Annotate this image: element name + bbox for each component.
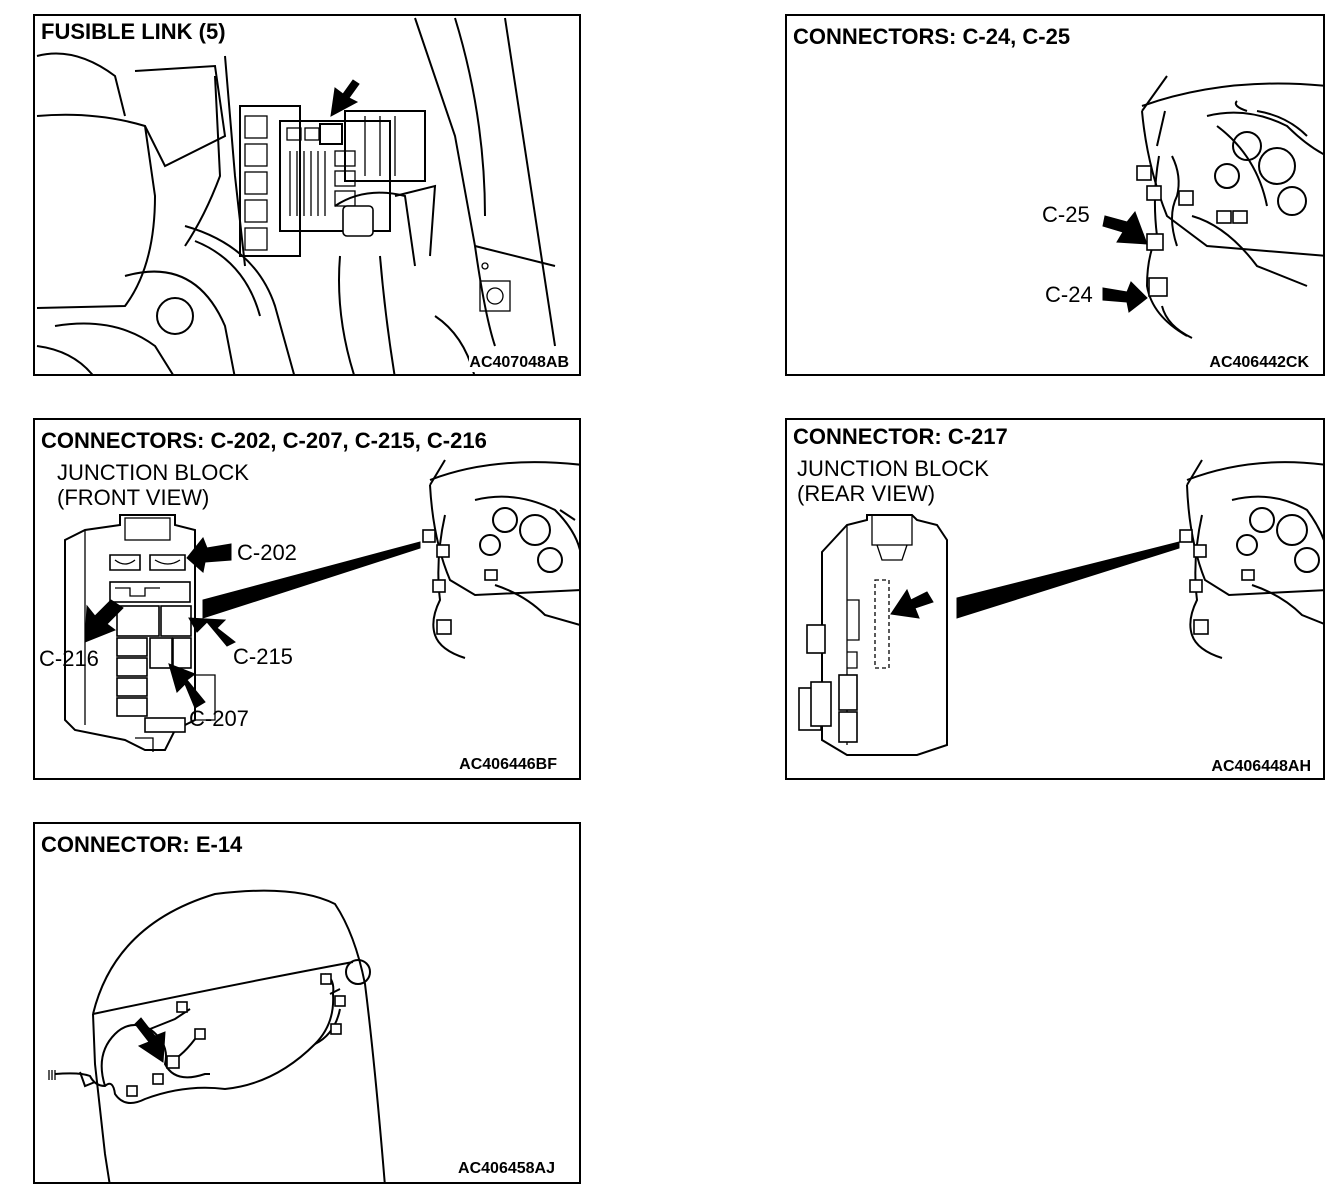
panel-fusible-link: FUSIBLE LINK (5) AC407048AB bbox=[33, 14, 581, 376]
figure-code: AC406446BF bbox=[459, 756, 557, 773]
door-harness-illustration bbox=[48, 889, 386, 1182]
panel-title: CONNECTOR: C-217 bbox=[793, 424, 1008, 449]
subtitle-line-2: (REAR VIEW) bbox=[797, 481, 936, 506]
label-c216: C-216 bbox=[39, 646, 99, 671]
panel-connector-e14: CONNECTOR: E-14 AC406458AJ bbox=[33, 822, 581, 1184]
label-c25: C-25 bbox=[1042, 202, 1090, 227]
label-c207: C-207 bbox=[189, 706, 249, 731]
panel-connectors-c202-c207-c215-c216: CONNECTORS: C-202, C-207, C-215, C-216 J… bbox=[33, 418, 581, 780]
panel-title: CONNECTORS: C-24, C-25 bbox=[793, 24, 1071, 49]
panel-connectors-c24-c25: CONNECTORS: C-24, C-25 C-25 C-24 AC40644… bbox=[785, 14, 1325, 376]
figure-code: AC406448AH bbox=[1211, 758, 1311, 775]
subtitle-line-1: JUNCTION BLOCK bbox=[57, 460, 249, 485]
dashboard-harness-illustration bbox=[1102, 75, 1323, 339]
panel-title: CONNECTORS: C-202, C-207, C-215, C-216 bbox=[41, 428, 487, 453]
label-c202: C-202 bbox=[237, 540, 297, 565]
label-c215: C-215 bbox=[233, 644, 293, 669]
junction-block-front-illustration bbox=[64, 459, 579, 752]
label-c24: C-24 bbox=[1045, 282, 1093, 307]
figure-code: AC406442CK bbox=[1209, 354, 1309, 371]
subtitle-line-1: JUNCTION BLOCK bbox=[797, 456, 989, 481]
panel-title: CONNECTOR: E-14 bbox=[41, 832, 243, 857]
panel-title: FUSIBLE LINK (5) bbox=[41, 19, 230, 45]
engine-bay-illustration bbox=[36, 17, 556, 374]
junction-block-rear-illustration bbox=[798, 459, 1323, 756]
figure-code: AC407048AB bbox=[469, 354, 569, 372]
subtitle-line-2: (FRONT VIEW) bbox=[57, 485, 210, 510]
figure-code: AC406458AJ bbox=[458, 1160, 555, 1177]
panel-connector-c217: CONNECTOR: C-217 JUNCTION BLOCK (REAR VI… bbox=[785, 418, 1325, 780]
